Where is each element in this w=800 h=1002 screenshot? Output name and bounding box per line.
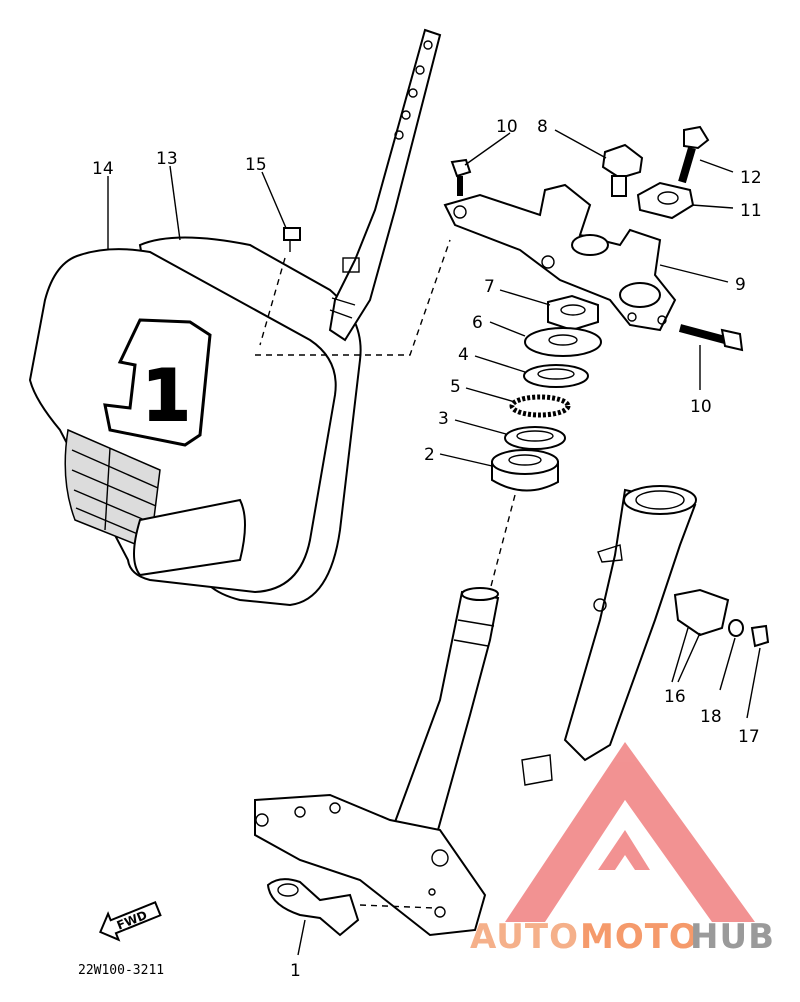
steering-stem: [393, 587, 500, 832]
under-bracket: [254, 793, 487, 937]
callout-9: 9: [735, 275, 746, 295]
race-4-icon: [523, 364, 589, 388]
callout-18: 18: [700, 707, 722, 727]
bearing-2-icon: [491, 449, 559, 492]
callout-11: 11: [740, 201, 762, 221]
bolt-10-right-icon: [678, 324, 744, 352]
front-fork-tube: [521, 485, 697, 786]
bolt-8-icon: [601, 143, 644, 197]
callout-3: 3: [438, 409, 449, 429]
callout-1: 1: [290, 961, 301, 981]
callout-2: 2: [424, 445, 435, 465]
watermark-moto: MOTO: [580, 917, 699, 957]
washer-6-icon: [524, 327, 602, 357]
callout-8: 8: [537, 117, 548, 137]
fork-clamp-16-icon: [671, 588, 730, 683]
watermark-auto: AUTO: [470, 917, 579, 957]
bolt-15-icon: [283, 227, 301, 252]
fwd-arrow-icon: FWD: [99, 900, 162, 942]
callout-10-right: 10: [690, 397, 712, 417]
bolt-10-top-icon: [450, 158, 472, 196]
washer-18-icon: [728, 619, 744, 637]
plate-number: 1: [142, 355, 191, 437]
callout-10-top: 10: [496, 117, 518, 137]
watermark-triangle-icon: [505, 742, 755, 922]
number-plate-assembly: 1: [28, 236, 451, 607]
callout-5: 5: [450, 377, 461, 397]
ball-bearing-5-icon: [509, 394, 571, 418]
callout-17: 17: [738, 727, 760, 747]
drawing-code: 22W100-3211: [78, 963, 164, 978]
leader-lines: [107, 129, 761, 956]
watermark-logo: [505, 742, 755, 922]
bolt-17-icon: [750, 624, 770, 648]
callout-7: 7: [484, 277, 495, 297]
callout-12: 12: [740, 168, 762, 188]
clamp-11-icon: [636, 181, 695, 220]
upper-bracket-9: [443, 183, 677, 332]
ring-nut-7-icon: [547, 294, 599, 332]
callout-13: 13: [156, 149, 178, 169]
race-3-icon: [504, 426, 566, 450]
callout-4: 4: [458, 345, 469, 365]
callout-16: 16: [664, 687, 686, 707]
callout-14: 14: [92, 159, 114, 179]
bolt-12-icon: [678, 125, 710, 184]
callout-15: 15: [245, 155, 267, 175]
cable-guide-1-icon: [266, 878, 436, 937]
mounting-stay: [328, 28, 442, 342]
callout-6: 6: [472, 313, 483, 333]
watermark-hub: HUB: [690, 917, 775, 957]
